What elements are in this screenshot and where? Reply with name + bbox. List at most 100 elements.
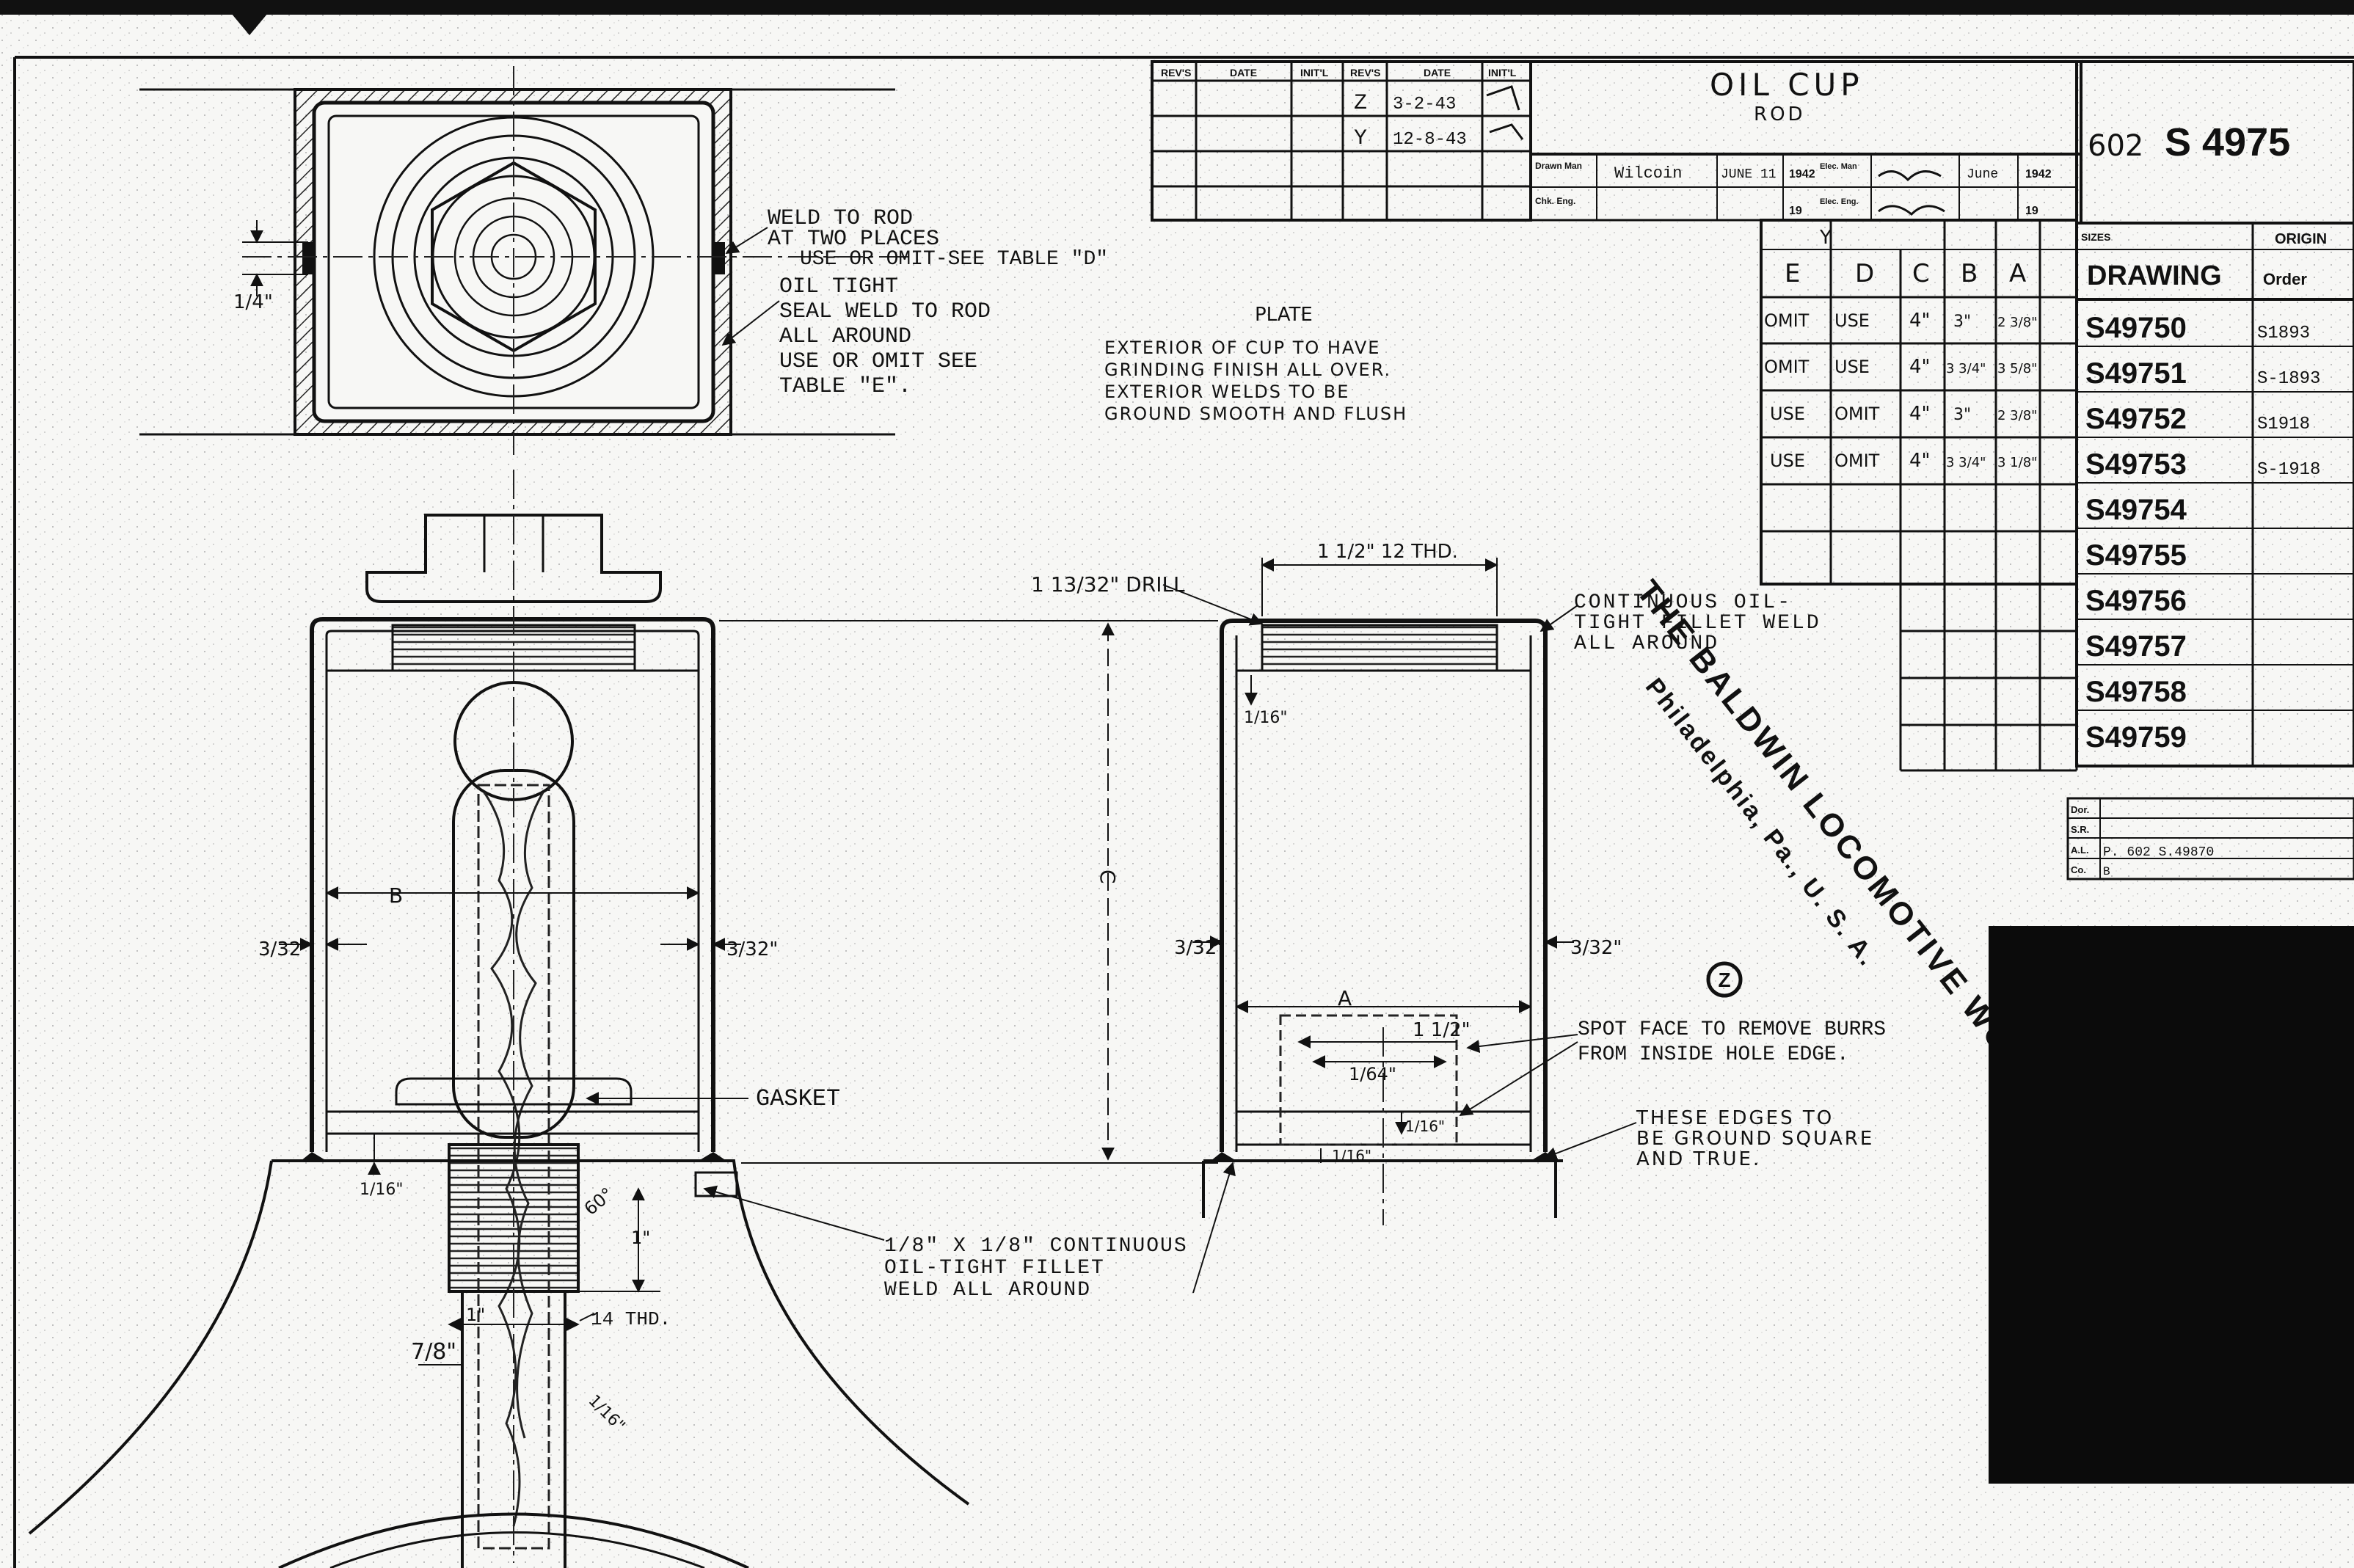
rev-header-2: DATE (1230, 67, 1257, 79)
drawing-number-2: S49751 (2085, 357, 2187, 390)
exterior-note-1: EXTERIOR OF CUP TO HAVE (1104, 338, 1380, 358)
dim-one-inch: 1" (466, 1305, 485, 1325)
edges-note-line-1: THESE EDGES TO (1636, 1107, 1834, 1129)
black-mask-block (1989, 926, 2354, 1484)
rev-header-4: REV'S (1350, 67, 1380, 79)
thread-top-label: 1 1/2" 12 THD. (1317, 541, 1458, 563)
col-header-c: C (1912, 259, 1930, 288)
weld-note-line-2: AT TWO PLACES (768, 227, 939, 252)
drawing-subtitle: ROD (1754, 103, 1806, 125)
row3-a: 2 3/8" (1997, 408, 2037, 423)
rev-header-3: INIT'L (1300, 67, 1329, 79)
dim-one-64: 1/64" (1349, 1064, 1396, 1084)
drawing-title: OIL CUP (1710, 67, 1864, 103)
exterior-note-3: EXTERIOR WELDS TO BE (1104, 382, 1349, 402)
row2-c: 4" (1909, 356, 1931, 378)
ref-label-3: A.L. (2071, 845, 2089, 856)
continuous-weld-line-3: ALL AROUND (1574, 632, 1719, 655)
rev-y-letter: Y (1354, 126, 1367, 151)
checked-label: Chk. Eng. (1535, 196, 1575, 206)
row1-b: 3" (1953, 313, 1971, 331)
row1-d: USE (1834, 310, 1870, 331)
checked-year: 19 (1789, 205, 1802, 217)
order-1: S1893 (2257, 324, 2310, 343)
right-plate-view (1162, 558, 1637, 1225)
exterior-notes: PLATE EXTERIOR OF CUP TO HAVE GRINDING F… (1104, 304, 1407, 424)
row3-b: 3" (1953, 406, 1971, 424)
col-header-e: E (1785, 259, 1800, 288)
fillet-weld-line-3: WELD ALL AROUND (884, 1279, 1091, 1302)
dim-one-inch-vertical: 1" (631, 1228, 650, 1248)
list-header-order: Order (2263, 270, 2307, 288)
elec-label: Elec. Man (1820, 162, 1857, 171)
ref-number: P. 602 S.49870 (2103, 845, 2214, 860)
dim-b: B (389, 883, 403, 908)
row3-c: 4" (1909, 403, 1931, 425)
order-3: S1918 (2257, 415, 2310, 434)
dim-a: A (1338, 986, 1352, 1010)
exterior-note-4: GROUND SMOOTH AND FLUSH (1104, 404, 1407, 424)
edges-note-line-3: AND TRUE. (1636, 1148, 1761, 1170)
weld-note-line-3: USE OR OMIT-SEE TABLE "D" (800, 248, 1108, 271)
top-plan-view (139, 66, 910, 455)
oil-tight-line-5: TABLE "E". (779, 374, 911, 399)
row2-e: OMIT (1764, 357, 1810, 377)
revision-marker-letter: Z (1718, 969, 1730, 991)
elec-eng-label: Elec. Eng. (1820, 197, 1859, 206)
drawing-number-7: S49756 (2085, 585, 2187, 617)
dim-quarter: 1/4" (233, 291, 273, 313)
year-short: 19 (2025, 205, 2038, 217)
rev-z-date: 3-2-43 (1393, 95, 1456, 114)
dim-one-and-half: 1 1/2" (1413, 1019, 1471, 1041)
row4-e: USE (1770, 451, 1805, 471)
drawing-number-3: S49752 (2085, 403, 2187, 435)
oil-tight-line-1: OIL TIGHT (779, 274, 898, 299)
row3-e: USE (1770, 404, 1805, 424)
drawn-name: Wilcoin (1614, 164, 1682, 183)
row1-a: 2 3/8" (1997, 315, 2037, 330)
ref-label-1: Dor. (2071, 804, 2089, 815)
exterior-note-2: GRINDING FINISH ALL OVER. (1104, 360, 1391, 380)
drawing-number-6: S49755 (2085, 539, 2187, 572)
oil-tight-line-4: USE OR OMIT SEE (779, 349, 977, 374)
dim-seven-eighths: 7/8" (411, 1339, 456, 1365)
ref-label-4: Co. (2071, 864, 2086, 875)
fillet-weld-line-1: 1/8" X 1/8" CONTINUOUS (884, 1235, 1188, 1258)
revision-table (1151, 60, 1532, 222)
oil-tight-line-2: SEAL WELD TO ROD (779, 299, 991, 324)
drill-label: 1 13/32" DRILL (1031, 572, 1185, 597)
drawing-number-prefix: 602 (2088, 129, 2143, 163)
drawing-list-table (2075, 222, 2354, 767)
row4-a: 3 1/8" (1997, 455, 2037, 470)
drawing-number-1: S49750 (2085, 312, 2187, 344)
row2-b: 3 3/4" (1946, 361, 1986, 376)
continuous-weld-line-2: TIGHT FILLET WELD (1574, 612, 1821, 635)
table-group-label: Y (1819, 227, 1832, 249)
ref-letter: B (2103, 865, 2110, 878)
weld-note-group: WELD TO ROD AT TWO PLACES USE OR OMIT-SE… (721, 206, 1108, 399)
row2-a: 3 5/8" (1997, 361, 2037, 376)
spot-face-line-1: SPOT FACE TO REMOVE BURRS (1578, 1018, 1886, 1041)
thread-bottom-label: 14 THD. (591, 1308, 671, 1330)
drawn-date: JUNE 11 (1721, 167, 1777, 182)
dim-wall-right-plate: 3/32" (1570, 937, 1622, 959)
list-group-label: ORIGIN (2275, 231, 2327, 247)
drawing-number-8: S49757 (2085, 630, 2187, 663)
row4-c: 4" (1909, 450, 1931, 472)
dim-wall-left: 3/32" (258, 938, 310, 960)
rev-y-date: 12-8-43 (1393, 130, 1467, 150)
right-date: June (1967, 167, 1998, 182)
order-2: S-1893 (2257, 369, 2320, 389)
drawing-number-10: S49759 (2085, 721, 2187, 754)
dim-one-sixteenth-a: 1/16" (360, 1181, 404, 1199)
continuous-weld-line-1: CONTINUOUS OIL- (1574, 591, 1792, 614)
col-header-d: D (1855, 259, 1874, 288)
row1-c: 4" (1909, 310, 1931, 332)
row3-d: OMIT (1834, 404, 1880, 424)
top-edge-bar (0, 0, 2354, 15)
top-edge-notch (220, 0, 279, 35)
row2-d: USE (1834, 357, 1870, 377)
oil-tight-line-3: ALL AROUND (779, 324, 911, 349)
col-header-a: A (2009, 259, 2026, 288)
